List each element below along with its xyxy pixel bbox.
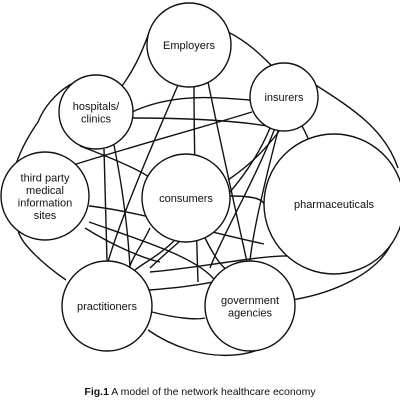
connection-line-2 bbox=[121, 29, 151, 87]
node-label-line: clinics bbox=[81, 113, 111, 125]
node-label-line: government bbox=[221, 295, 279, 307]
connection-line-18 bbox=[88, 221, 217, 283]
node-label-practitioners: practitioners bbox=[77, 301, 137, 313]
node-insurers: insurers bbox=[249, 62, 319, 132]
node-circle-employers bbox=[146, 2, 232, 88]
connection-line-16 bbox=[69, 111, 253, 167]
node-consumers: consumers bbox=[141, 153, 231, 243]
node-hospitals: hospitals/clinics bbox=[58, 74, 134, 150]
connection-line-3 bbox=[227, 31, 273, 67]
node-circle-consumers bbox=[141, 153, 231, 243]
node-label-line: agencies bbox=[228, 307, 273, 319]
node-employers: Employers bbox=[146, 2, 232, 88]
node-label-line: sites bbox=[34, 210, 57, 222]
connection-line-14 bbox=[113, 144, 131, 269]
figure-caption: Fig.1 A model of the network healthcare … bbox=[0, 386, 400, 398]
connection-line-8 bbox=[207, 81, 248, 263]
connection-line-30 bbox=[148, 281, 215, 291]
connection-line-29 bbox=[149, 255, 291, 273]
connection-line-26 bbox=[129, 227, 151, 267]
node-circle-government bbox=[204, 260, 296, 352]
connection-line-15 bbox=[103, 148, 108, 262]
node-label-hospitals: hospitals/clinics bbox=[73, 101, 120, 126]
node-label-line: pharmaceuticals bbox=[294, 199, 375, 211]
node-pharmaceuticals: pharmaceuticals bbox=[263, 133, 400, 275]
node-label-insurers: insurers bbox=[264, 92, 304, 104]
connection-line-5 bbox=[291, 241, 393, 301]
connection-line-31 bbox=[151, 311, 206, 320]
node-label-line: medical bbox=[26, 185, 64, 197]
node-label-line: third party bbox=[21, 172, 70, 184]
node-circle-insurers bbox=[249, 62, 319, 132]
node-circle-practitioners bbox=[61, 260, 153, 352]
figure-number: Fig.1 bbox=[84, 386, 109, 398]
node-label-consumers: consumers bbox=[159, 193, 213, 205]
node-label-line: hospitals/ bbox=[73, 101, 120, 113]
node-label-pharmaceuticals: pharmaceuticals bbox=[294, 199, 375, 211]
figure-caption-text: A model of the network healthcare econom… bbox=[111, 386, 316, 398]
node-circle-hospitals bbox=[58, 74, 134, 150]
connection-line-12 bbox=[132, 117, 269, 127]
connection-line-11 bbox=[131, 96, 251, 113]
connection-line-20 bbox=[249, 130, 279, 262]
node-label-line: Employers bbox=[163, 40, 215, 52]
node-label-line: practitioners bbox=[77, 301, 137, 313]
node-label-line: consumers bbox=[159, 193, 213, 205]
connection-line-7 bbox=[17, 229, 67, 281]
connection-line-27 bbox=[134, 239, 176, 271]
connection-line-9 bbox=[107, 84, 179, 263]
connection-line-24 bbox=[227, 129, 281, 181]
diagram-nodes: Employers insurers hospitals/clinics third … bbox=[0, 2, 400, 352]
node-label-employers: Employers bbox=[163, 40, 215, 52]
node-practitioners: practitioners bbox=[61, 260, 153, 352]
connection-line-4 bbox=[313, 83, 399, 169]
node-circle-pharmaceuticals bbox=[263, 133, 400, 275]
node-label-line: insurers bbox=[264, 92, 304, 104]
node-label-line: information bbox=[18, 197, 72, 209]
connection-line-25 bbox=[229, 195, 265, 205]
node-circle-third-party bbox=[0, 151, 90, 241]
